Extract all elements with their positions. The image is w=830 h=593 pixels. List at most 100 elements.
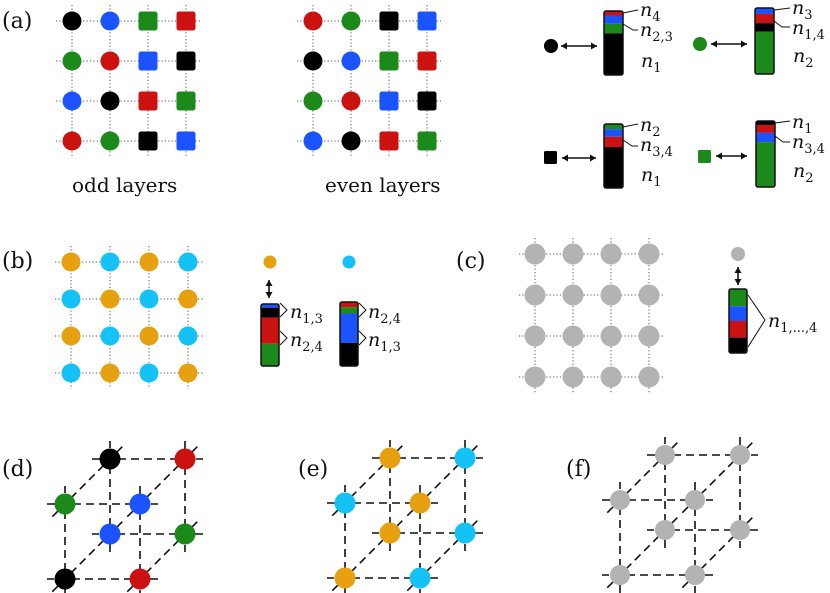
gray-circle-site bbox=[638, 325, 660, 347]
orange-circle-site bbox=[100, 363, 120, 383]
gray-circle-site bbox=[524, 366, 546, 388]
occupation-bar-outline bbox=[754, 7, 775, 75]
green-square-site bbox=[176, 91, 196, 111]
panel-label-d: (d) bbox=[2, 457, 33, 482]
occupation-bar-outline bbox=[603, 10, 624, 76]
black-occupation-segment bbox=[755, 23, 774, 32]
red-occupation-segment bbox=[729, 321, 747, 338]
cyan-cube-site bbox=[409, 567, 431, 589]
occupation-bar-outline bbox=[755, 120, 776, 188]
blue-circle-site bbox=[100, 11, 120, 31]
orange-circle-site bbox=[139, 326, 159, 346]
occupation-label: n1 bbox=[641, 164, 662, 190]
occupation-legend-b: n1,3n2,4n2,4n1,3 bbox=[260, 255, 401, 367]
occupation-label: n1 bbox=[641, 50, 662, 76]
black-square-site bbox=[417, 91, 437, 111]
occupation-label: n1,3 bbox=[368, 329, 401, 355]
arrow-head bbox=[711, 40, 717, 48]
red-occupation-segment bbox=[604, 136, 623, 148]
label-leader bbox=[774, 135, 790, 143]
panel-label-f: (f) bbox=[566, 457, 591, 482]
green-occupation-segment bbox=[261, 343, 279, 366]
blue-square-site bbox=[417, 11, 437, 31]
green-circle-site bbox=[100, 131, 120, 151]
black-occupation-segment bbox=[604, 33, 623, 75]
occupation-legend-c: n1,...,4 bbox=[728, 247, 817, 354]
cube-e bbox=[327, 440, 483, 593]
occupation-label: n2,4 bbox=[290, 329, 323, 355]
label-leader bbox=[622, 23, 638, 31]
black-square-symbol bbox=[544, 151, 557, 164]
arrow-head bbox=[716, 152, 722, 160]
gray-circle-site bbox=[600, 284, 622, 306]
black-circle-site bbox=[100, 91, 120, 111]
occupation-bar-outline bbox=[603, 123, 624, 189]
gray-cube-site bbox=[730, 520, 750, 540]
orange-cube-site bbox=[334, 567, 356, 589]
panel-label-a: (a) bbox=[2, 9, 32, 34]
orange-circle-symbol bbox=[263, 255, 277, 269]
blue-occupation-segment bbox=[340, 313, 358, 343]
green-square-symbol bbox=[698, 150, 711, 163]
gray-circle-site bbox=[600, 243, 622, 265]
arrow-head bbox=[591, 42, 597, 50]
lattice-b bbox=[55, 246, 204, 389]
orange-circle-site bbox=[178, 363, 198, 383]
green-occupation-segment bbox=[729, 289, 747, 307]
label-leader bbox=[622, 123, 639, 128]
gray-circle-site bbox=[600, 325, 622, 347]
gray-circle-site bbox=[524, 325, 546, 347]
red-square-site bbox=[138, 91, 158, 111]
gray-circle-site bbox=[638, 284, 660, 306]
label-leader bbox=[773, 7, 791, 11]
occupation-bar-outline bbox=[260, 303, 280, 367]
black-occupation-segment bbox=[261, 307, 279, 318]
gray-circle-site bbox=[562, 325, 584, 347]
green-occupation-segment bbox=[604, 23, 623, 34]
lattice-a-odd-layers bbox=[56, 5, 202, 157]
orange-cube-site bbox=[409, 492, 431, 514]
green-square-site bbox=[138, 11, 158, 31]
lattice-a-even-layers bbox=[297, 5, 443, 157]
red-circle-site bbox=[341, 91, 361, 111]
blue-occupation-segment bbox=[604, 15, 623, 24]
orange-cube-site bbox=[379, 447, 401, 469]
gray-cube-site bbox=[655, 520, 675, 540]
occupation-label: n2,4 bbox=[368, 301, 401, 327]
gray-cube-site bbox=[610, 490, 630, 510]
orange-circle-site bbox=[100, 289, 120, 309]
green-circle-site bbox=[303, 91, 323, 111]
occupation-label: n2 bbox=[793, 160, 814, 186]
red-occupation-segment bbox=[755, 13, 774, 24]
gray-cube-site bbox=[685, 490, 705, 510]
green-cube-site bbox=[54, 493, 76, 515]
green-occupation-segment bbox=[755, 31, 774, 74]
blue-occupation-segment bbox=[729, 306, 747, 321]
blue-circle-site bbox=[303, 131, 323, 151]
blue-cube-site bbox=[99, 523, 121, 545]
orange-circle-site bbox=[61, 252, 81, 272]
label-leader bbox=[773, 20, 790, 28]
red-square-site bbox=[176, 11, 196, 31]
blue-circle-site bbox=[341, 51, 361, 71]
arrow-head bbox=[562, 154, 568, 162]
cyan-circle-site bbox=[178, 252, 198, 272]
panel-label-c: (c) bbox=[456, 249, 486, 274]
gray-circle-site bbox=[638, 366, 660, 388]
label-leader bbox=[774, 120, 791, 124]
orange-cube-site bbox=[379, 522, 401, 544]
cube-d bbox=[47, 441, 203, 593]
green-circle-symbol bbox=[693, 37, 707, 51]
black-cube-site bbox=[99, 448, 121, 470]
occupation-label: n2 bbox=[793, 45, 814, 71]
cyan-circle-site bbox=[100, 326, 120, 346]
arrow-head bbox=[734, 267, 742, 273]
cube-f bbox=[602, 437, 758, 593]
cyan-cube-site bbox=[454, 522, 476, 544]
cyan-cube-site bbox=[334, 492, 356, 514]
red-circle-site bbox=[100, 51, 120, 71]
black-occupation-segment bbox=[604, 147, 623, 188]
label-leader bbox=[279, 302, 288, 318]
